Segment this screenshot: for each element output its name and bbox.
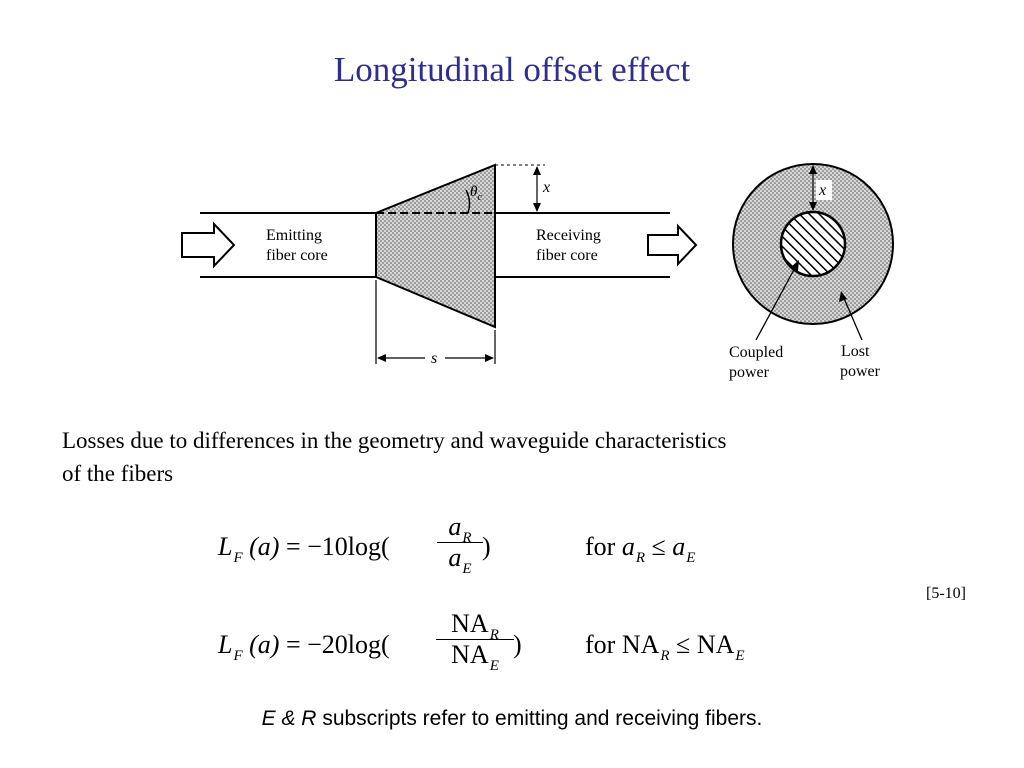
footnote-rest: subscripts refer to emitting and receivi… <box>316 707 763 730</box>
body-line-2: of the fibers <box>62 461 174 486</box>
longitudinal-offset-diagram: Emitting fiber core θc Receiving fiber c… <box>181 163 894 381</box>
output-arrow-icon <box>647 223 698 267</box>
circle-offset-label: x <box>818 182 826 199</box>
eq2-lhs: LF (a) = −20log( <box>218 630 390 664</box>
slide-title: Longitudinal offset effect <box>333 50 691 89</box>
separation-label: s <box>431 350 437 367</box>
emitting-fiber: Emitting fiber core <box>181 212 376 278</box>
cross-section: x Coupled power Lost power <box>729 163 894 381</box>
footnote-italic: E & R <box>261 707 317 730</box>
receiving-label-2: fiber core <box>536 247 598 264</box>
eq1-fraction: aR aE <box>437 512 483 577</box>
separation-dimension: s <box>375 280 496 367</box>
receiving-fiber: Receiving fiber core <box>495 212 698 278</box>
receiving-label-1: Receiving <box>536 227 601 244</box>
footnote: E & R subscripts refer to emitting and r… <box>0 707 1024 731</box>
coupled-label-2: power <box>729 364 770 381</box>
emitting-label-2: fiber core <box>266 247 328 264</box>
input-arrow-icon <box>181 221 236 269</box>
eq2-condition: for NAR ≤ NAE <box>585 630 745 664</box>
lost-label-2: power <box>840 363 881 380</box>
eq2-fraction: NAR NAE <box>436 609 514 674</box>
offset-label: x <box>542 179 550 196</box>
coupled-label-1: Coupled <box>729 344 783 361</box>
light-cone: θc <box>375 163 496 329</box>
lost-label-1: Lost <box>841 343 870 360</box>
offset-dimension: x <box>495 164 550 212</box>
body-text: Losses due to differences in the geometr… <box>62 424 922 490</box>
reference-label: [5-10] <box>926 585 966 602</box>
eq1-lhs: LF (a) = −10log( <box>218 532 390 566</box>
eq2-close: ) <box>513 630 522 659</box>
emitting-label-1: Emitting <box>266 227 322 244</box>
eq1-condition: for aR ≤ aE <box>585 532 696 566</box>
body-line-1: Losses due to differences in the geometr… <box>62 428 727 453</box>
angle-label: θc <box>470 184 482 203</box>
eq1-close: ) <box>482 532 491 561</box>
